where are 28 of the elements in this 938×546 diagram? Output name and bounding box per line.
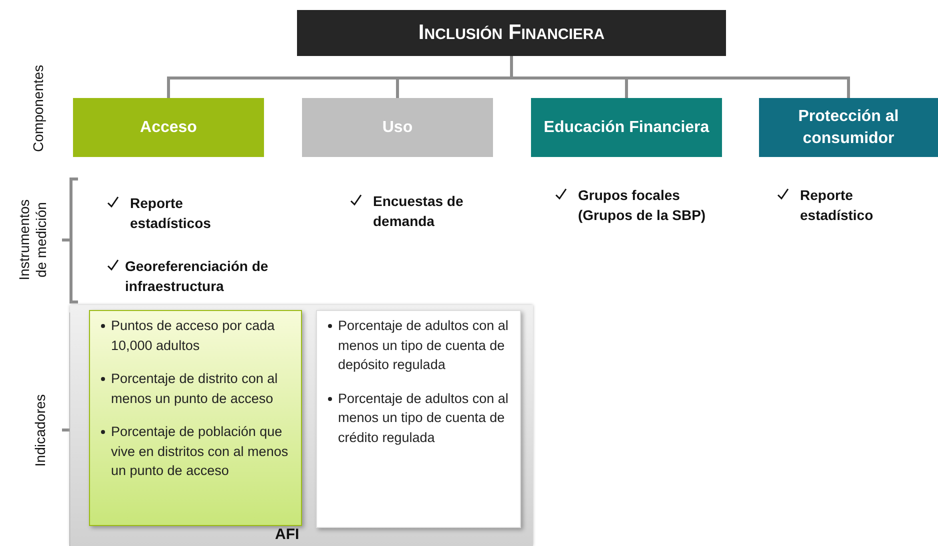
indicator-item: Porcentaje de adultos con al menos un tipo de cuenta de crédito regulada [338,390,508,445]
title-box [297,10,726,56]
title-text: Inclusión Financiera [418,20,605,46]
indicator-item: Porcentaje de distrito con al menos un punto de acceso [111,371,278,406]
instrument-text: Encuestas de demanda [373,192,464,232]
component-title: Uso [381,118,414,138]
component-box [73,98,264,157]
instrument-text: Reporte estadísticos [130,194,212,234]
indicator-item: Puntos de acceso por cada 10,000 adultos [111,318,275,353]
component-box [759,98,938,157]
instrument-text: Georeferenciación de infraestructura [125,257,270,296]
row-label: Componentes [30,64,46,152]
row-label: Indicadores [32,394,49,466]
indicator-card [89,310,302,526]
connector-line [510,56,850,98]
panel-title: AFI [275,526,300,543]
indicator-panel [70,305,533,546]
indicator-item: Porcentaje de población que vive en distritos con al menos un punto de acceso [111,424,288,478]
instrument-text: Grupos focales (Grupos de la SBP) [578,186,707,226]
component-title: Acceso [139,118,198,138]
indicator-item: Porcentaje de adultos con al menos un tipo de cuenta de depósito regulada [338,318,508,372]
component-title: Educación Financiera [542,118,710,138]
indicator-card [316,310,521,528]
row-label: Instrumentos de medición [16,198,50,282]
component-box [531,98,722,157]
component-box [302,98,493,157]
instrument-text: Reporte estadístico [800,186,874,226]
component-title: Protección al consumidor [797,106,900,148]
